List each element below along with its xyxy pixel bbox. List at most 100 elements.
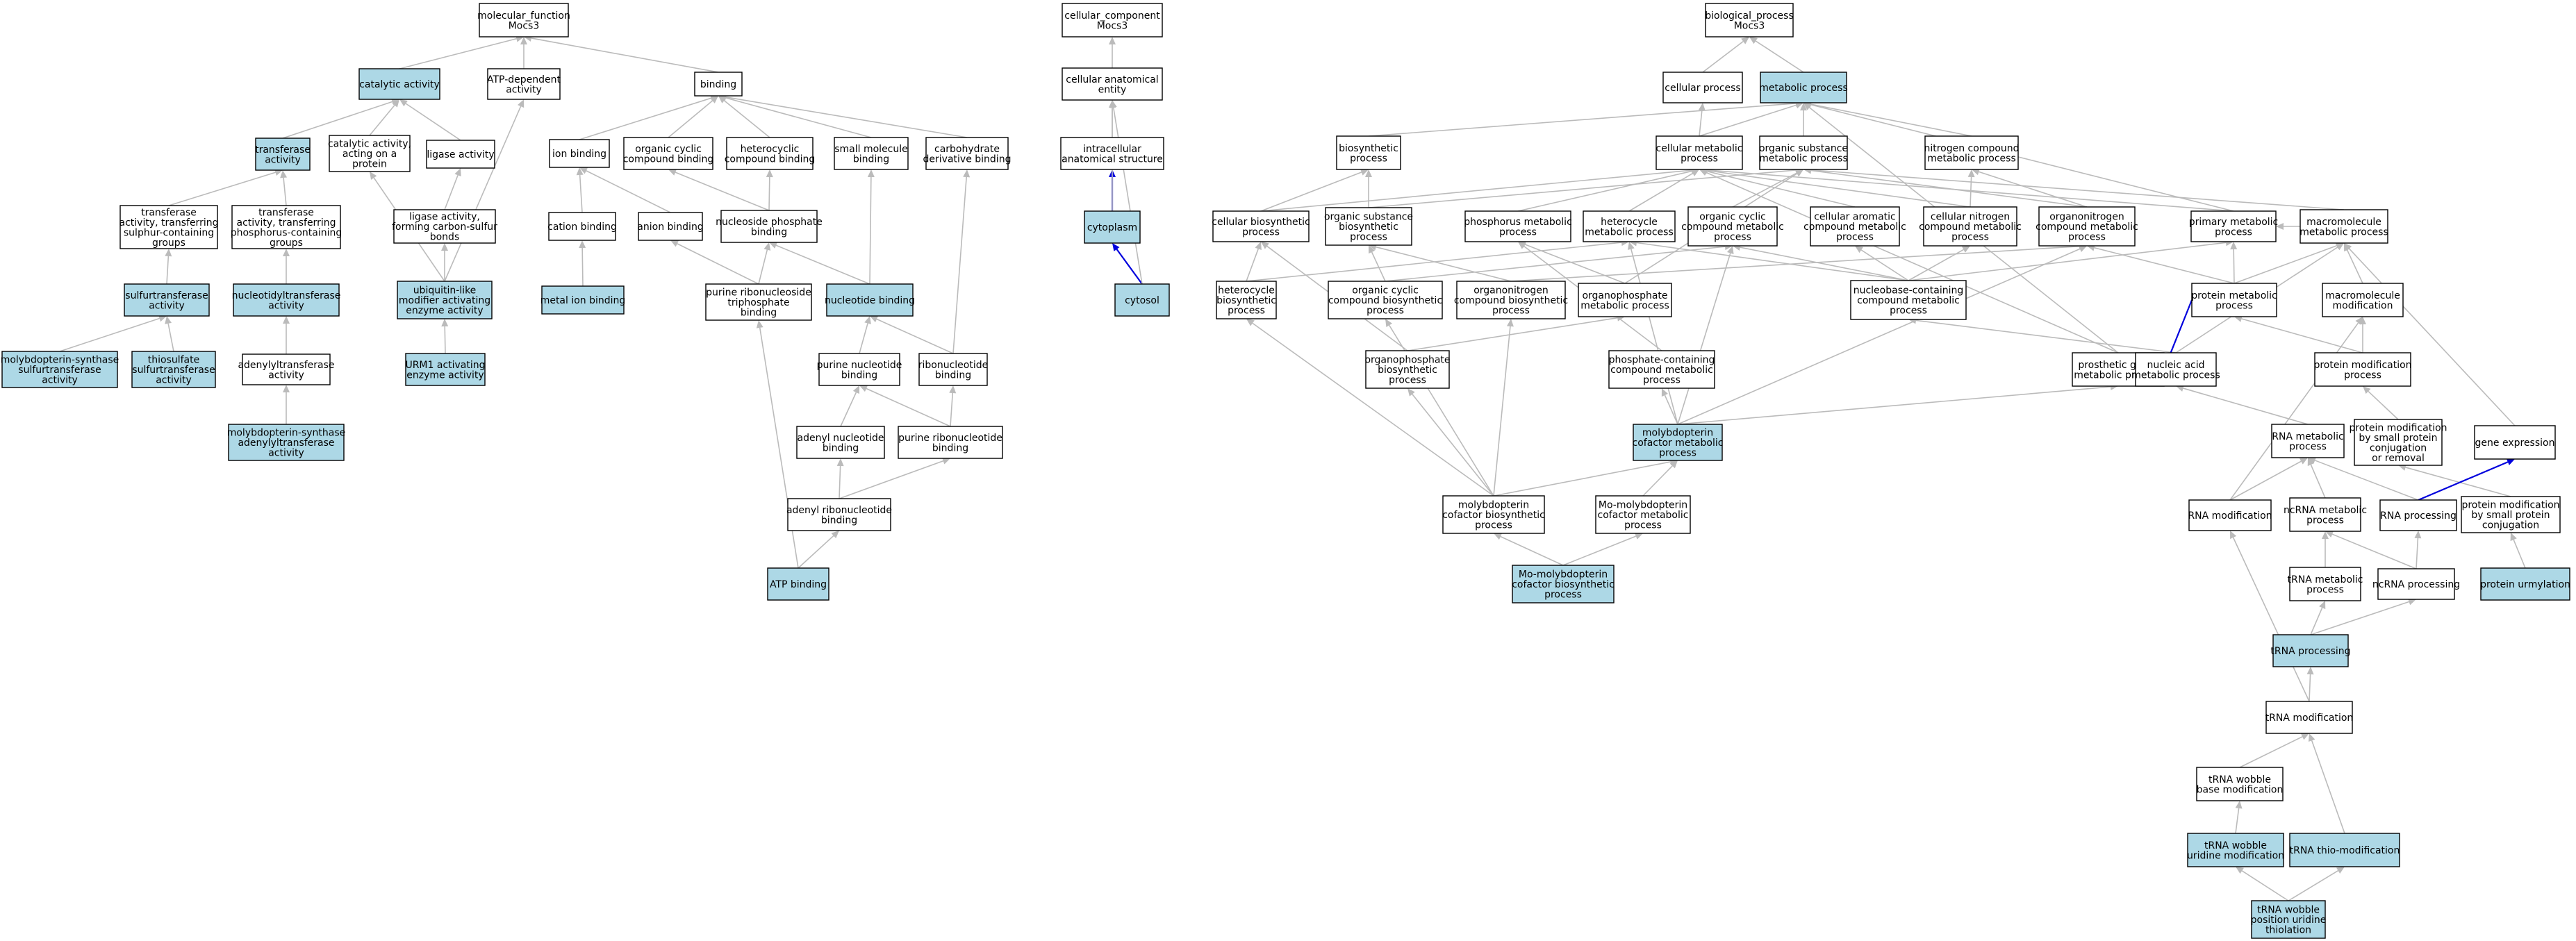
- edge-ncrnamet-to-rnamet: [2307, 458, 2326, 499]
- edge-arrowhead: [1726, 246, 1734, 254]
- edge-line: [581, 247, 584, 287]
- edge-line: [2229, 322, 2359, 501]
- edge-line: [1860, 249, 1909, 281]
- go-term-label-line: purine ribonucleoside: [706, 288, 811, 299]
- edge-arrowhead: [2344, 243, 2352, 251]
- edge-cellmet-to-cellproc: [1698, 103, 1706, 137]
- edge-line: [1385, 246, 1726, 282]
- edge-arrowhead: [283, 385, 290, 392]
- edge-ligase-to-cat: [399, 99, 461, 141]
- go-term-label-line: tRNA modification: [2265, 713, 2354, 724]
- go-term-label-line: adenyl ribonucleotide: [786, 505, 892, 516]
- edge-arrowhead: [1967, 169, 1975, 178]
- edge-line: [1908, 242, 2227, 281]
- go-term-label-line: protein modification: [2461, 500, 2559, 511]
- go-term-box: [397, 281, 493, 319]
- go-term-label-line: organophosphate: [1364, 355, 1450, 366]
- edge-line: [1407, 317, 1618, 351]
- go-term-trnamod: tRNA modification: [2265, 701, 2354, 734]
- edge-trnaproc-to-ncrnaproc: [2310, 598, 2416, 635]
- edge-hetcyc-to-binding: [718, 96, 770, 138]
- go-term-label-line: nitrogen compound: [1924, 143, 2019, 154]
- edge-arrowhead: [579, 167, 588, 174]
- edge-line: [167, 323, 174, 352]
- edge-thiomod-to-trnamod: [2308, 733, 2345, 834]
- go-term-box: [1060, 137, 1164, 170]
- edge-arrowhead: [2236, 867, 2244, 874]
- go-term-metal: metal ion binding: [540, 285, 625, 315]
- edge-arrowhead: [836, 458, 844, 467]
- go-term-label-line: process: [1643, 375, 1681, 386]
- go-term-label-line: process: [1714, 232, 1751, 243]
- edge-line: [1562, 535, 1637, 566]
- go-term-label-line: compound metabolic: [1803, 222, 1906, 233]
- edge-line: [1642, 465, 1673, 497]
- go-term-label-line: process: [2344, 369, 2381, 381]
- go-term-label-line: phosphorus metabolic: [1464, 217, 1572, 228]
- go-term-label-line: protein urmylation: [2480, 579, 2570, 590]
- go-term-box: [119, 205, 218, 249]
- go-term-label-line: modification: [2333, 300, 2393, 311]
- go-term-box: [2251, 900, 2326, 939]
- edge-line: [2229, 460, 2302, 501]
- edge-cellproc-to-bp: [1702, 37, 1749, 73]
- edge-line: [1112, 107, 1143, 285]
- edge-arrowhead: [1246, 319, 1255, 326]
- edge-urm1-to-ubl: [441, 319, 449, 354]
- edge-line: [1412, 394, 1494, 497]
- edge-arrowhead: [2336, 243, 2344, 251]
- edge-line: [166, 256, 170, 285]
- edge-arrowhead: [670, 240, 679, 247]
- edge-line: [2331, 533, 2417, 569]
- go-term-box: [1062, 67, 1163, 101]
- go-term-box: [2038, 206, 2136, 247]
- edge-line: [2310, 464, 2326, 499]
- edge-arrowhead: [1255, 242, 1262, 251]
- edge-arrowhead: [756, 320, 763, 328]
- go-term-label-line: process: [1544, 590, 1582, 601]
- go-term-label-line: binding: [932, 442, 968, 453]
- go-term-box: [796, 426, 885, 459]
- go-term-box: [1114, 283, 1170, 317]
- edge-arrowhead: [1698, 103, 1706, 111]
- edge-arrowhead: [870, 315, 879, 323]
- edge-moco-to-prosth: [1677, 383, 2118, 425]
- edge-arrowhead: [1634, 533, 1643, 540]
- go-term-box: [694, 72, 743, 97]
- go-term-label-line: compound metabolic: [1857, 295, 1960, 306]
- go-term-box: [787, 498, 891, 531]
- go-term-box: [2196, 767, 2284, 801]
- go-term-box: [2289, 497, 2361, 532]
- edge-metproc-to-bp: [1749, 37, 1804, 73]
- edge-arrowhead: [1360, 169, 1369, 176]
- go-term-label-line: RNA metabolic: [2272, 431, 2343, 442]
- edge-moco-to-phoscont: [1661, 388, 1678, 425]
- go-term-label-line: enzyme activity: [406, 369, 484, 381]
- go-term-label-line: process: [1890, 306, 1927, 317]
- go-term-label-line: or removal: [2372, 453, 2425, 464]
- edge-nucb-to-nucphos: [769, 242, 870, 285]
- go-term-label-line: organic substance: [1324, 212, 1413, 223]
- edge-arrowhead: [2506, 458, 2515, 465]
- go-term-label-line: process: [2306, 515, 2344, 526]
- go-term-box: [2272, 634, 2349, 667]
- go-term-box: [2187, 833, 2284, 867]
- go-term-label-line: compound binding: [623, 153, 714, 165]
- edge-wobblebase-to-trnamod: [2239, 733, 2309, 768]
- go-term-box: [1456, 281, 1566, 319]
- edge-orgsub-to-metproc: [1800, 103, 1807, 136]
- edge-line: [399, 38, 517, 69]
- edge-line: [1732, 172, 1797, 208]
- go-term-box: [1759, 135, 1848, 170]
